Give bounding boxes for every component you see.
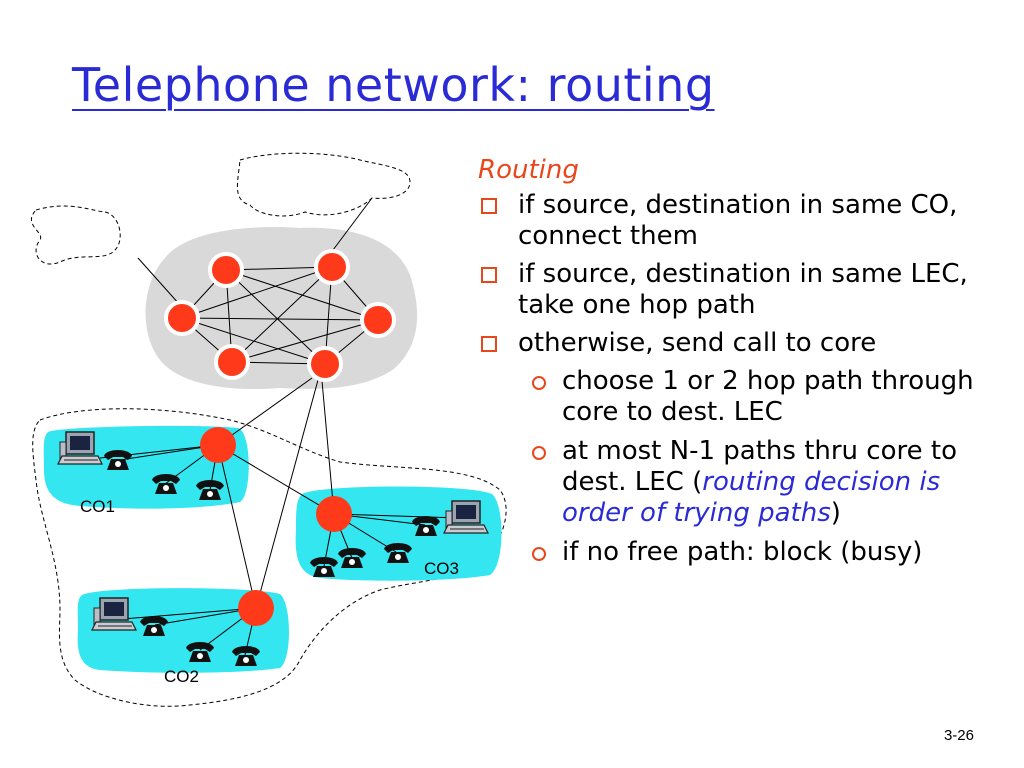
square-bullet-icon (481, 198, 497, 214)
lec-cloud-right (237, 152, 411, 217)
emphasis-text: routing decision is order of trying path… (562, 467, 941, 528)
co2-switch (238, 590, 274, 626)
square-bullet-icon (481, 336, 497, 352)
co1-switch (200, 427, 236, 463)
co1-label: CO1 (80, 497, 115, 516)
bullet-text: if source, destination in same LEC, take… (518, 259, 968, 320)
sub-bullet-n-minus-1: at most N-1 paths thru core to dest. LEC… (528, 436, 1008, 529)
bullet-text: at most N-1 paths thru core to dest. LEC… (562, 436, 957, 497)
square-bullet-icon (481, 267, 497, 283)
core-switch (208, 252, 244, 288)
core-switch (214, 344, 250, 380)
slide-number: 3-26 (943, 727, 974, 744)
co3-switch (316, 496, 352, 532)
bullet-text: if no free path: block (busy) (562, 537, 923, 567)
lec-cloud-left (30, 205, 121, 265)
routing-text: Routing if source, destination in same C… (478, 154, 1008, 576)
bullet-text: choose 1 or 2 hop path through core to d… (562, 366, 974, 427)
lec-region-bottom (32, 408, 507, 707)
sub-bullet-list: choose 1 or 2 hop path through core to d… (478, 366, 1008, 568)
co1-area (43, 425, 249, 509)
bullet-same-lec: if source, destination in same LEC, take… (478, 259, 1008, 321)
circle-bullet-icon (532, 547, 546, 561)
routing-heading: Routing (478, 155, 579, 185)
core-switch (314, 249, 350, 285)
bullet-text: if source, destination in same CO, conne… (518, 190, 958, 251)
circle-bullet-icon (532, 446, 546, 460)
circle-bullet-icon (532, 376, 546, 390)
sub-bullet-block: if no free path: block (busy) (528, 537, 1008, 568)
co3-label: CO3 (424, 559, 459, 578)
co2-label: CO2 (164, 667, 199, 686)
bullet-same-co: if source, destination in same CO, conne… (478, 190, 1008, 252)
core-switch (164, 300, 200, 336)
sub-bullet-hop-path: choose 1 or 2 hop path through core to d… (528, 366, 1008, 428)
bullet-text: ) (830, 498, 841, 528)
bullet-list: if source, destination in same CO, conne… (478, 190, 1008, 359)
core-switch (360, 302, 396, 338)
slide-title: Telephone network: routing (72, 58, 715, 112)
bullet-core: otherwise, send call to core (478, 328, 1008, 359)
core-switch (307, 346, 343, 382)
bullet-text: otherwise, send call to core (518, 328, 877, 358)
